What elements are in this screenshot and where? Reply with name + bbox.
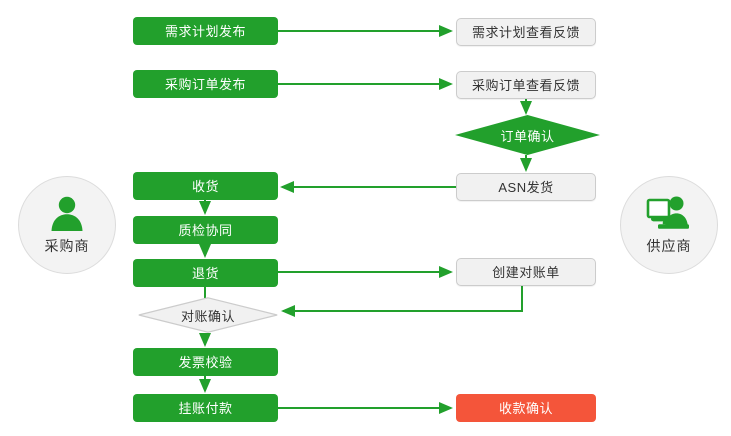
role-buyer[interactable]: 采购商: [18, 176, 116, 274]
node-order-confirm[interactable]: 订单确认: [455, 115, 600, 155]
node-label: 需求计划发布: [164, 23, 246, 39]
role-supplier-label: 供应商: [646, 238, 692, 254]
node-po-feedback[interactable]: 采购订单查看反馈: [456, 71, 596, 99]
role-supplier[interactable]: 供应商: [620, 176, 718, 274]
node-label: 采购订单发布: [164, 76, 246, 92]
role-buyer-label: 采购商: [44, 238, 90, 254]
node-quality-collab[interactable]: 质检协同: [133, 216, 278, 244]
node-label: 发票校验: [178, 354, 233, 370]
node-label: 订单确认: [500, 128, 555, 144]
node-invoice-check[interactable]: 发票校验: [133, 348, 278, 376]
diamond-shape-gray: [138, 297, 278, 333]
node-return-goods[interactable]: 退货: [133, 259, 278, 287]
node-label: ASN发货: [498, 179, 554, 195]
node-create-statement[interactable]: 创建对账单: [456, 258, 596, 286]
node-payable-payment[interactable]: 挂账付款: [133, 394, 278, 422]
node-label: 对账确认: [180, 308, 235, 324]
person-at-computer-icon: [646, 194, 692, 234]
node-label: 收货: [191, 178, 219, 194]
node-po-publish[interactable]: 采购订单发布: [133, 70, 278, 98]
node-asn-ship[interactable]: ASN发货: [456, 173, 596, 201]
person-icon: [47, 194, 87, 234]
node-statement-confirm[interactable]: 对账确认: [138, 297, 278, 333]
node-label: 需求计划查看反馈: [471, 24, 580, 40]
node-label: 退货: [191, 265, 219, 281]
node-demand-plan-publish[interactable]: 需求计划发布: [133, 17, 278, 45]
node-demand-plan-feedback[interactable]: 需求计划查看反馈: [456, 18, 596, 46]
node-label: 创建对账单: [492, 264, 560, 280]
edge-create-statement-to-statement-confirm: [281, 286, 523, 317]
diamond-shape-green: [455, 115, 600, 155]
node-label: 质检协同: [178, 222, 233, 238]
node-label: 挂账付款: [178, 400, 233, 416]
node-receipt-confirm[interactable]: 收款确认: [456, 394, 596, 422]
node-receive-goods[interactable]: 收货: [133, 172, 278, 200]
node-label: 收款确认: [498, 400, 553, 416]
node-label: 采购订单查看反馈: [471, 77, 580, 93]
